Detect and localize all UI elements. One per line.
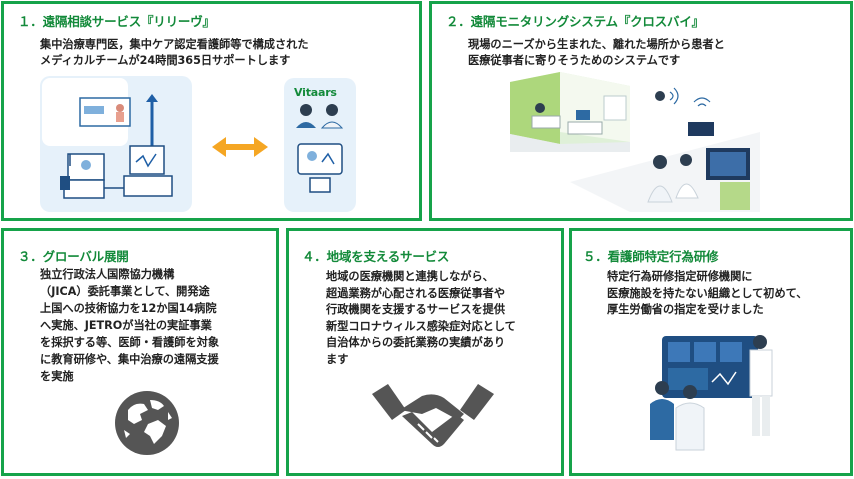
panel-1-title: １．遠隔相談サービス『リリーヴ』 — [18, 14, 215, 29]
text-line: 集中治療専門医，集中ケア認定看護師等で構成された — [40, 38, 309, 51]
panel-3-title: ３．グローバル展開 — [18, 249, 129, 264]
text-line: に教育研修や、集中治療の遠隔支援 — [40, 353, 219, 366]
text-line: を実施 — [40, 370, 74, 383]
text-line: 厚生労働省の指定を受けました — [607, 303, 764, 316]
text-line: ます — [326, 352, 349, 366]
handshake-icon — [372, 384, 494, 447]
panel-2-title: ２．遠隔モニタリングシステム『クロスバイ』 — [446, 14, 704, 29]
training-illustration — [650, 335, 773, 451]
text-line: 独立行政法人国際協力機構 — [40, 268, 175, 281]
monitoring-illustration — [510, 72, 760, 212]
app-label: Vitaars — [294, 86, 337, 99]
panel-4-body: 地域の医療機関と連携しながら、 超過業務が心配される医療従事者や 行政機関を支援… — [326, 269, 516, 368]
text-line: 医療施設を持たない組織として初めて、 — [607, 286, 808, 300]
panel-2-body: 現場のニーズから生まれた、離れた場所から患者と 医療従事者に寄りそうためのシステ… — [468, 37, 725, 69]
medical-team-illustration — [284, 78, 356, 212]
text-line: へ実施、JETROが当社の実証事業 — [40, 319, 212, 332]
panel-1-body: 集中治療専門医，集中ケア認定看護師等で構成された メディカルチームが24時間36… — [40, 37, 309, 69]
text-line: メディカルチームが24時間365日サポートします — [40, 54, 291, 67]
text-line: （JICA）委託事業として、開発途 — [40, 285, 210, 298]
double-arrow-icon — [212, 137, 268, 157]
text-line: 地域の医療機関と連携しながら、 — [326, 270, 494, 283]
text-line: 医療従事者に寄りそうためのシステムです — [468, 54, 681, 67]
text-line: を採択する等、医師・看護師を対象 — [40, 336, 220, 349]
text-line: 現場のニーズから生まれた、離れた場所から患者と — [468, 38, 725, 51]
panel-5-title: ５．看護師特定行為研修 — [583, 249, 719, 264]
panel-3-body: 独立行政法人国際協力機構 （JICA）委託事業として、開発途 上国への技術協力を… — [40, 266, 219, 385]
panel-5-body: 特定行為研修指定研修機関に 医療施設を持たない組織として初めて、 厚生労働省の指… — [607, 269, 807, 319]
text-line: 超過業務が心配される医療従事者や — [326, 286, 506, 300]
globe-icon — [115, 391, 179, 455]
remote-network-illustration — [40, 76, 192, 212]
text-line: 自治体からの委託業務の実績があり — [326, 336, 506, 349]
text-line: 新型コロナウィルス感染症対応として — [326, 319, 516, 333]
text-line: 行政機関を支援するサービスを提供 — [326, 303, 506, 316]
text-line: 上国への技術協力を12か国14病院 — [40, 302, 217, 315]
panel-4-title: ４．地域を支えるサービス — [302, 249, 450, 264]
text-line: 特定行為研修指定研修機関に — [607, 270, 753, 283]
